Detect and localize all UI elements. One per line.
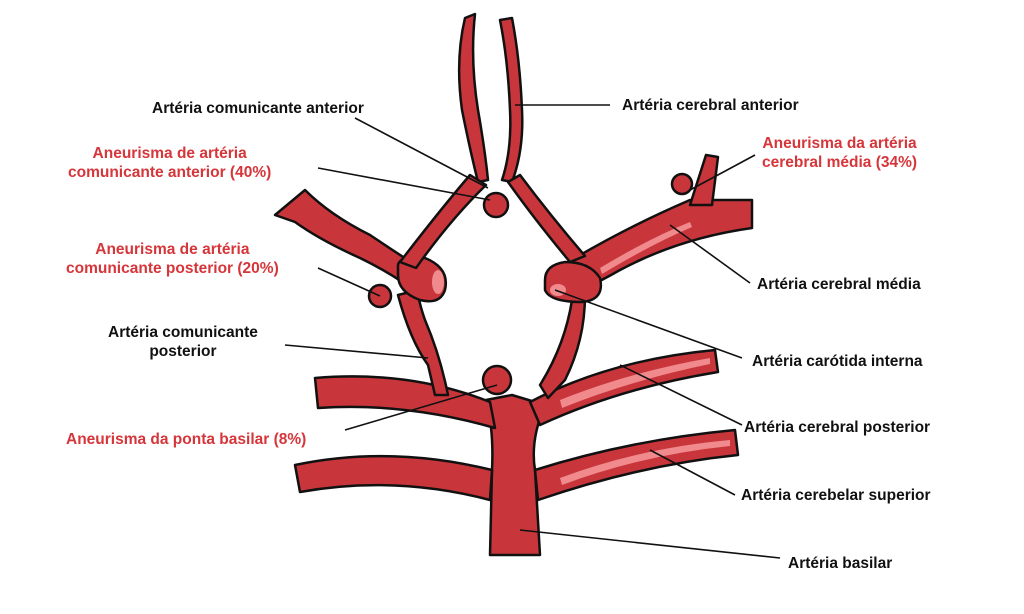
highlight-left-ica xyxy=(432,270,444,294)
leader-basilar-tip xyxy=(344,384,498,431)
right-anterior-cerebral-artery xyxy=(498,16,524,184)
left-aca-a1-segment xyxy=(398,173,488,270)
leader-ica xyxy=(554,289,743,359)
right-superior-cerebellar-artery xyxy=(533,428,740,502)
label-aneurisma-acop-line1: Aneurisma de artéria xyxy=(95,241,250,258)
label-arteria-comunicante-posterior: Artéria comunicante posterior xyxy=(108,323,258,361)
highlight-pca-right xyxy=(560,358,710,408)
label-aneurisma-comunicante-anterior: Aneurisma de artéria comunicante anterio… xyxy=(68,144,271,182)
label-arteria-basilar: Artéria basilar xyxy=(788,555,893,572)
leader-pcom xyxy=(284,344,429,359)
label-aneurisma-acop-line2: comunicante posterior (20%) xyxy=(66,260,279,277)
label-aneurisma-acom-line1: Aneurisma de artéria xyxy=(92,145,247,162)
acm-aneurysm xyxy=(670,172,694,196)
leader-basilar xyxy=(519,529,781,559)
highlight-sca-right xyxy=(560,440,730,485)
leader-acom-aneurysm xyxy=(317,167,491,201)
leader-acom xyxy=(354,117,489,189)
label-arteria-cerebral-anterior: Artéria cerebral anterior xyxy=(622,97,799,114)
highlight-right-ica xyxy=(550,284,566,296)
right-posterior-communicating-artery xyxy=(538,293,587,400)
label-aneurisma-acom-line2: comunicante anterior (40%) xyxy=(68,164,272,181)
right-aca-a1-segment xyxy=(506,173,587,264)
label-aneurisma-comunicante-posterior: Aneurisma de artéria comunicante posteri… xyxy=(66,240,279,278)
right-mca-upper-branch xyxy=(688,153,720,207)
label-arteria-cerebral-posterior: Artéria cerebral posterior xyxy=(744,419,931,436)
leader-sca xyxy=(649,449,736,496)
left-anterior-cerebral-artery xyxy=(457,12,490,184)
label-arteria-comunicante-posterior-line1: Artéria comunicante xyxy=(108,324,258,341)
label-arteria-carotida-interna: Artéria carótida interna xyxy=(752,353,923,370)
label-arteria-cerebelar-superior: Artéria cerebelar superior xyxy=(741,487,931,504)
label-arteria-comunicante-posterior-line2: posterior xyxy=(149,343,217,360)
left-superior-cerebellar-artery xyxy=(293,454,494,502)
left-posterior-cerebral-artery xyxy=(313,375,497,430)
label-aneurisma-acm-line1: Aneurisma da artéria xyxy=(762,135,917,152)
basilar-artery xyxy=(484,393,547,557)
label-arteria-cerebral-media: Artéria cerebral média xyxy=(757,276,921,293)
label-aneurisma-acm-line2: cerebral média (34%) xyxy=(762,154,918,171)
leader-mca xyxy=(669,224,751,284)
left-posterior-communicating-artery xyxy=(396,288,450,397)
leader-acm-aneurysm xyxy=(689,154,756,191)
acom-aneurysm xyxy=(482,191,510,219)
leader-pca xyxy=(619,364,743,426)
label-aneurisma-ponta-basilar: Aneurisma da ponta basilar (8%) xyxy=(66,431,307,448)
leader-acop-aneurysm xyxy=(317,267,381,297)
highlight-mca-right xyxy=(600,222,692,274)
basilar-tip-aneurysm xyxy=(481,364,513,396)
label-arteria-comunicante-anterior: Artéria comunicante anterior xyxy=(152,100,364,117)
label-aneurisma-cerebral-media: Aneurisma da artéria cerebral média (34%… xyxy=(762,134,917,172)
